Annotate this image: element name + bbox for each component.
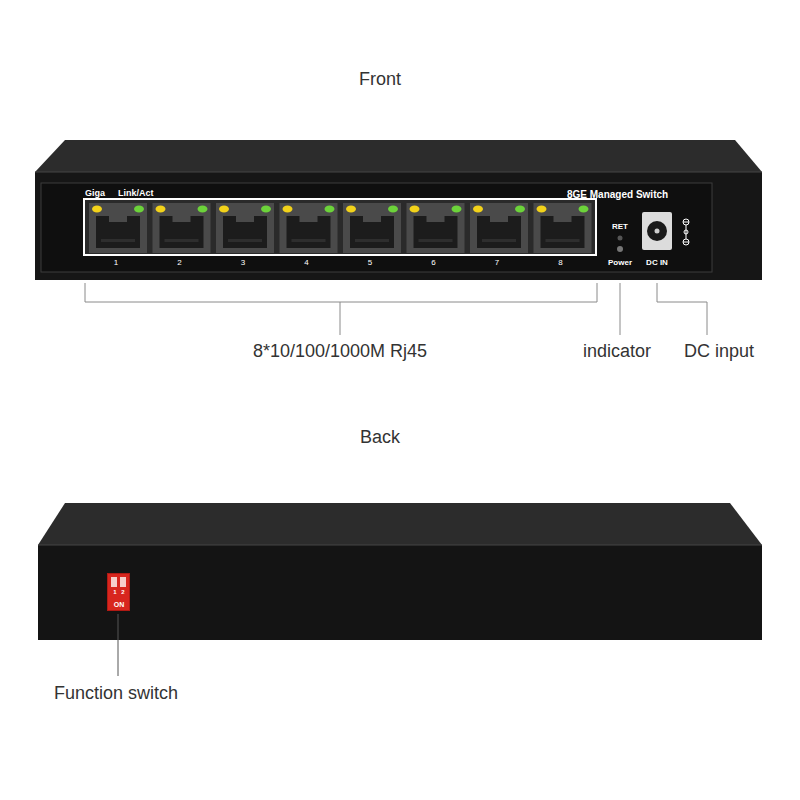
reset-hole xyxy=(618,236,623,241)
leader-lines xyxy=(85,283,707,335)
dip-lever xyxy=(120,577,126,587)
port-name: DC IN xyxy=(646,259,668,267)
switch-number: 2 xyxy=(121,589,124,595)
button-name: RET xyxy=(612,223,628,231)
port-number: 4 xyxy=(304,259,308,267)
front-face xyxy=(35,172,762,280)
view-heading: Front xyxy=(359,70,401,88)
leader-line xyxy=(118,614,119,676)
indicator-name: Power xyxy=(608,259,632,267)
callout-label: Function switch xyxy=(54,684,178,702)
back-face xyxy=(38,545,762,640)
callout-label: indicator xyxy=(583,342,651,360)
port-number: 1 xyxy=(114,259,118,267)
port-number: 8 xyxy=(558,259,562,267)
model-name: 8GE Managed Switch xyxy=(567,190,668,200)
port-number: 3 xyxy=(241,259,245,267)
view-heading: Back xyxy=(360,428,400,446)
dip-lever xyxy=(111,577,117,587)
polarity-symbol xyxy=(683,219,689,245)
top-face xyxy=(35,140,762,172)
port-number: 2 xyxy=(177,259,181,267)
dip-switch: 12ON xyxy=(107,573,130,611)
led-legend: Giga xyxy=(85,189,105,198)
port-number: 6 xyxy=(431,259,435,267)
dc-jack xyxy=(642,212,672,250)
port-frame xyxy=(84,199,596,255)
callout-label: DC input xyxy=(684,342,754,360)
port-number: 5 xyxy=(368,259,372,267)
power-led xyxy=(617,246,623,252)
front-panel: Giga Link/Act 8GE Managed Switch 1 2 3 4 5 6 7 8 RE… xyxy=(41,183,712,272)
port-number: 7 xyxy=(495,259,499,267)
switch-state: ON xyxy=(114,601,125,608)
switch-number: 1 xyxy=(113,589,116,595)
top-face xyxy=(38,503,762,545)
callout-label: 8*10/100/1000M Rj45 xyxy=(253,342,427,360)
led-legend: Link/Act xyxy=(118,189,154,198)
front-bezel xyxy=(41,183,712,272)
